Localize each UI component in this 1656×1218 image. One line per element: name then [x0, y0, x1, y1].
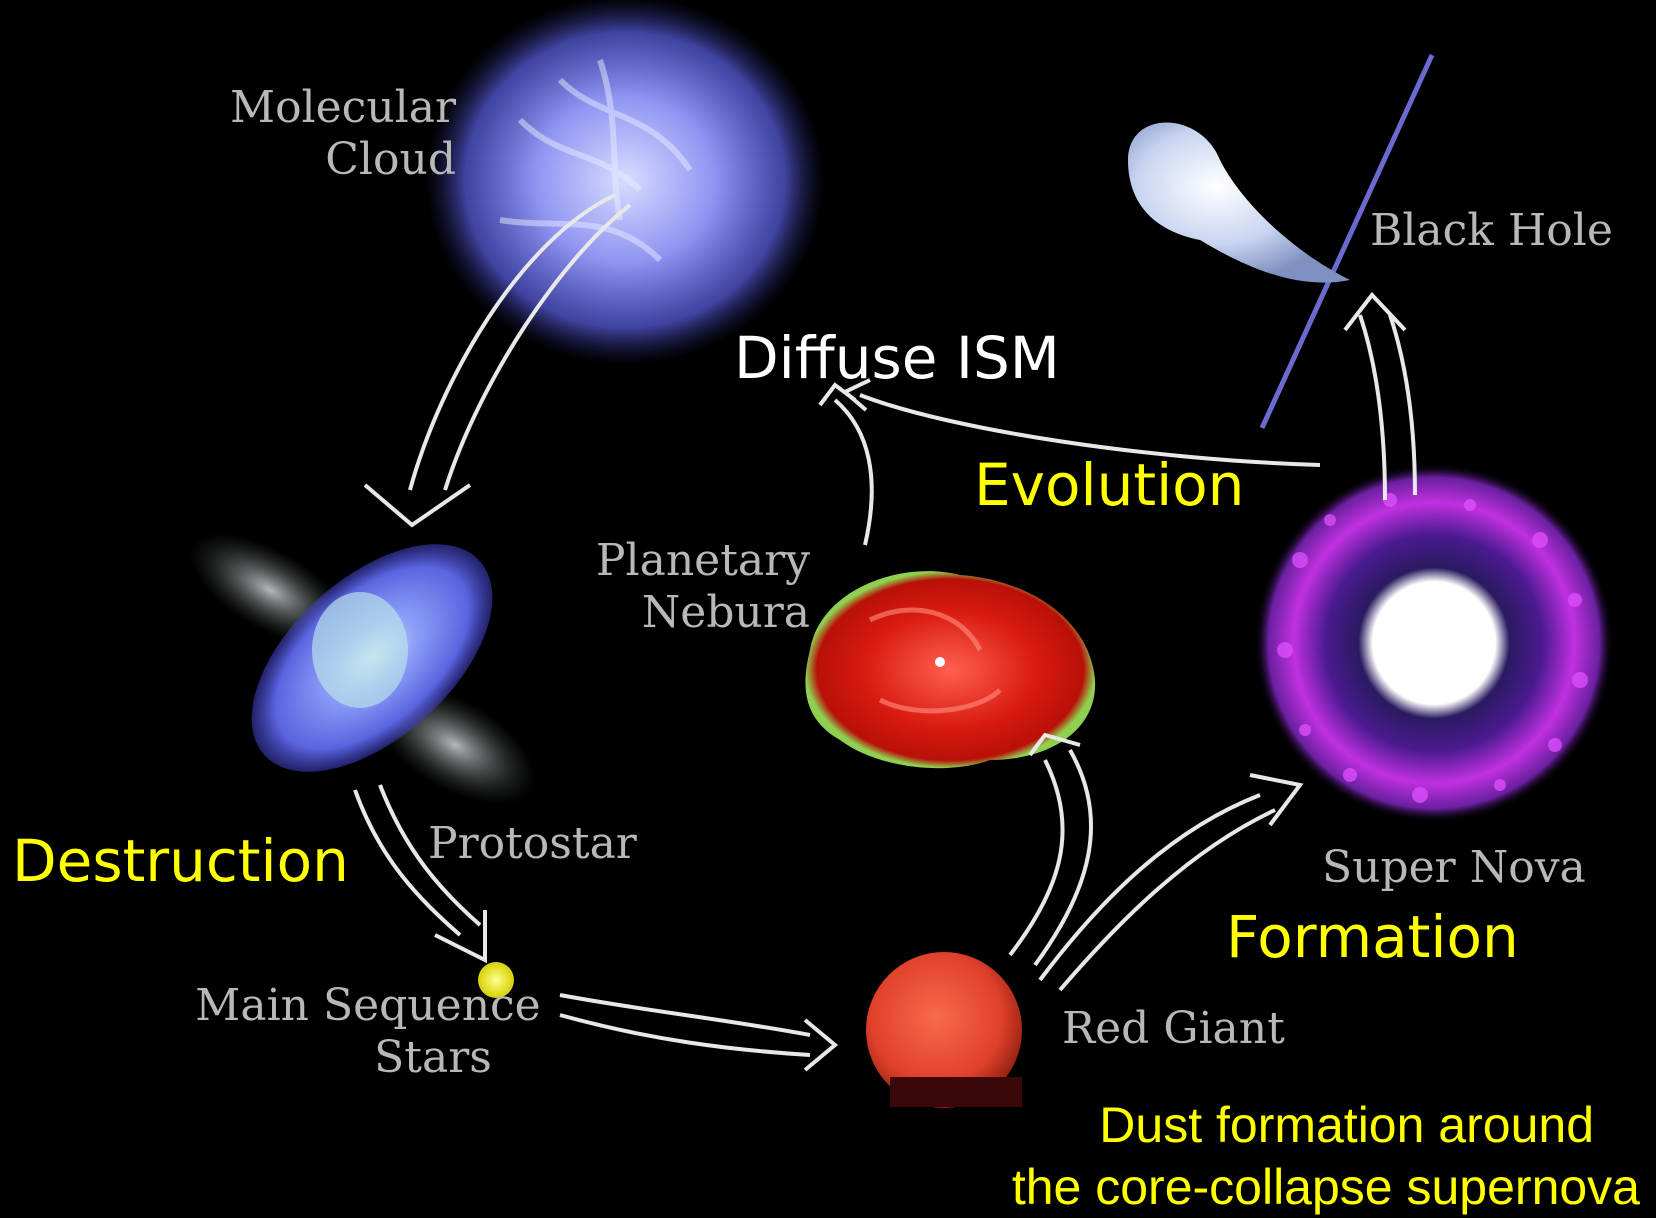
- label-diffuse-ism: Diffuse ISM: [734, 325, 1060, 391]
- label-black-hole: Black Hole: [1370, 205, 1613, 257]
- label-main-sequence-line2: Stars: [298, 1032, 568, 1084]
- caption: Dust formation around the core-collapse …: [920, 1094, 1640, 1218]
- arrow-nebula-to-ism: [835, 400, 872, 545]
- arrow-supernova-to-black-hole-head: [1345, 295, 1405, 330]
- label-molecular-cloud-line2: Cloud: [176, 134, 456, 186]
- label-formation: Formation: [1226, 904, 1519, 970]
- label-evolution: Evolution: [974, 452, 1244, 518]
- label-protostar: Protostar: [428, 818, 637, 870]
- label-planetary-nebula-line1: Planetary: [540, 535, 810, 587]
- caption-line2: the core-collapse supernova: [920, 1156, 1640, 1218]
- label-molecular-cloud-line1: Molecular: [176, 82, 456, 134]
- arrow-main-sequence-to-red-giant: [560, 995, 810, 1055]
- supernova-icon: [1254, 463, 1614, 823]
- label-main-sequence-line1: Main Sequence: [168, 980, 568, 1032]
- label-red-giant: Red Giant: [1062, 1003, 1285, 1055]
- label-planetary-nebula-line2: Nebura: [540, 587, 810, 639]
- caption-line1: Dust formation around: [920, 1094, 1640, 1156]
- arrow-main-sequence-to-red-giant-head: [805, 1020, 835, 1070]
- label-destruction: Destruction: [12, 828, 349, 894]
- label-planetary-nebula: Planetary Nebura: [540, 535, 810, 639]
- arrow-cloud-to-protostar-head: [365, 485, 470, 525]
- protostar-icon: [172, 502, 555, 829]
- label-molecular-cloud: Molecular Cloud: [176, 82, 456, 186]
- molecular-cloud-icon: [425, 0, 825, 365]
- label-super-nova: Super Nova: [1322, 842, 1586, 894]
- label-main-sequence: Main Sequence Stars: [168, 980, 568, 1084]
